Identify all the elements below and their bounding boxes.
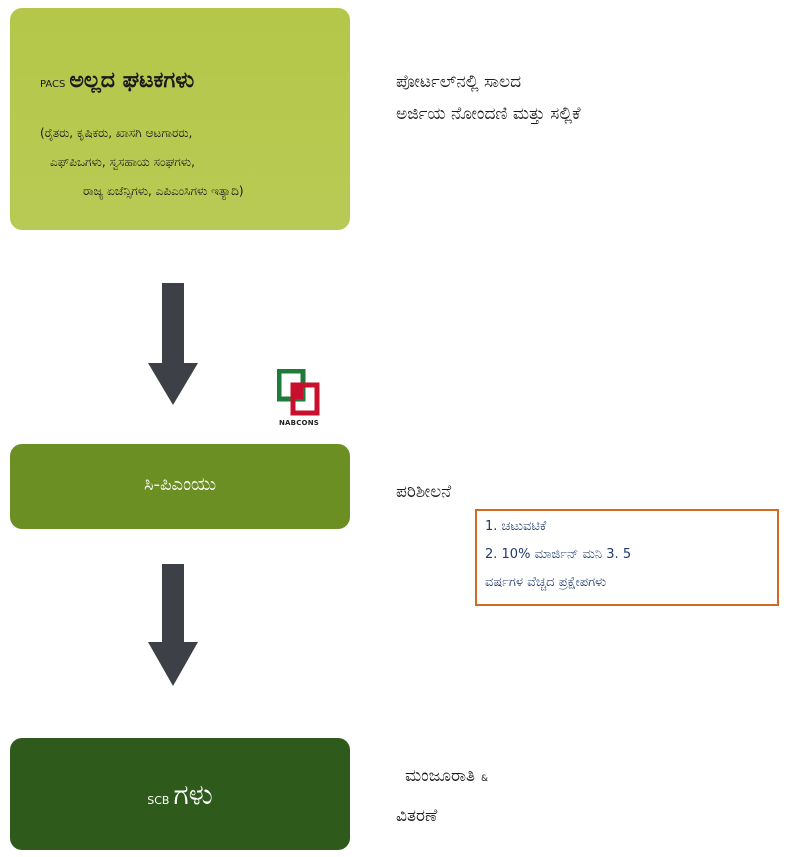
entities-detail-line3: ರಾಜ್ಯ ಏಜೆನ್ಸಿಗಳು, ಎಪಿಎಂಸಿಗಳು ಇತ್ಯಾದಿ) [83, 184, 244, 198]
cpmu-box: ಸಿ-ಪಿಎಂಯು [10, 444, 350, 529]
sanction-label: ಮಂಜೂರಾತಿ [405, 766, 475, 786]
criteria-item: 2. 10% ಮಾರ್ಜಿನ್ ಮನಿ 3. 5 [485, 547, 632, 562]
registration-text-line2: ಅರ್ಜಿಯ ನೋಂದಣಿ ಮತ್ತು ಸಲ್ಲಿಕೆ [396, 104, 581, 124]
verification-text: ಪರಿಶೀಲನೆ [396, 482, 452, 502]
pacs-title-text: ಅಲ್ಲದ ಘಟಕಗಳು [69, 68, 195, 93]
disbursement-text: ವಿತರಣೆ [396, 806, 438, 826]
arrow-down-icon [148, 564, 198, 686]
criteria-item: 1. ಚಟುವಟಿಕೆ [485, 519, 547, 534]
criteria-item: ವರ್ಷಗಳ ವೆಚ್ಚದ ಪ್ರಕ್ಷೇಪಗಳು [485, 575, 607, 590]
verification-criteria-box: 1. ಚಟುವಟಿಕೆ 2. 10% ಮಾರ್ಜಿನ್ ಮನಿ 3. 5 ವರ್… [475, 509, 779, 606]
registration-text-line1: ಪೋರ್ಟಲ್‌ನಲ್ಲಿ ಸಾಲದ [396, 72, 522, 92]
sanction-text: ಮಂಜೂರಾತಿ& [405, 766, 488, 786]
nabcons-logo-text: NABCONS [279, 419, 319, 427]
entities-detail-line2: ಎಫ್‌ಪಿಒಗಳು, ಸ್ವಸಹಾಯ ಸಂಘಗಳು, [50, 155, 195, 169]
ampersand: & [480, 774, 489, 784]
arrow-down-icon [148, 283, 198, 405]
pacs-prefix: PACS [40, 79, 66, 90]
scb-prefix: SCB [147, 794, 170, 807]
cpmu-label: ಸಿ-ಪಿಎಂಯು [143, 474, 217, 495]
entities-detail-line1: (ರೈತರು, ಕೃಷಿಕರು, ಖಾಸಗಿ ಆಟಗಾರರು, [40, 126, 193, 140]
scb-title-text: ಗಳು [173, 778, 213, 811]
nabcons-logo-icon [277, 369, 320, 416]
